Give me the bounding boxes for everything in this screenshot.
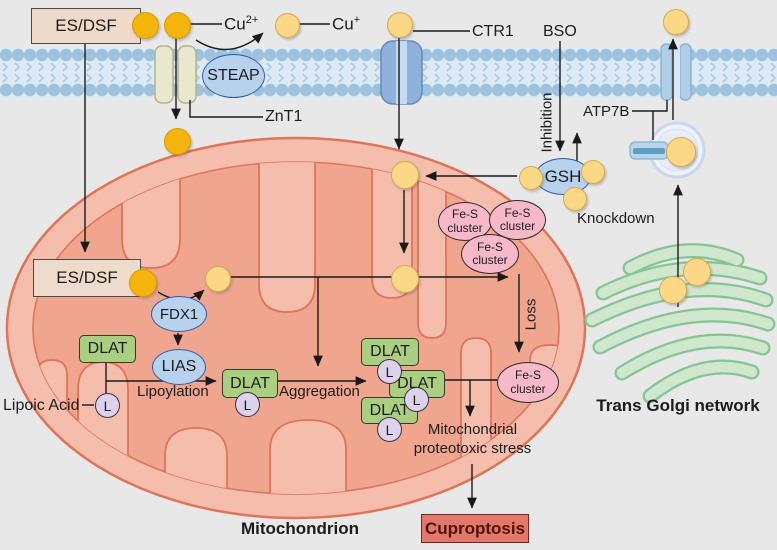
fes-cluster: Fe-S cluster [461, 234, 519, 274]
bso-label: BSO [543, 23, 577, 40]
lipoylation-label: Lipoylation [137, 383, 209, 400]
copper-ion [663, 9, 689, 35]
fes-line1: Fe-S [514, 368, 541, 383]
lipoic-acid-label: Lipoic Acid [3, 397, 80, 414]
copper-ion [659, 276, 687, 304]
golgi-apparatus-shape [584, 243, 776, 404]
steap-label: STEAP [207, 67, 260, 84]
lipoyl-label: L [103, 397, 112, 414]
copper-ion [132, 12, 159, 39]
ctr1-label: CTR1 [472, 23, 514, 40]
fdx1-label: FDX1 [159, 305, 199, 323]
dlat-label: DLAT [370, 343, 410, 360]
lipoyl-group: L [235, 392, 260, 417]
dlat-label: DLAT [230, 374, 270, 392]
golgi-label: Trans Golgi network [596, 396, 760, 415]
lipoyl-group: L [404, 387, 429, 412]
dlat-protein: DLAT [79, 335, 136, 363]
fes-cluster: Fe-S cluster [497, 362, 559, 403]
copper-ion [666, 137, 696, 167]
copper-ion [164, 128, 191, 155]
ctr1-transporter [380, 40, 423, 105]
copper-ion [519, 166, 543, 190]
cuproptosis-box: Cuproptosis [421, 514, 529, 543]
copper-ion [563, 187, 587, 211]
cu2-label: Cu2+ [224, 14, 258, 34]
es-dsf-outer-box: ES/DSF [31, 8, 141, 44]
lipoyl-group: L [377, 359, 402, 384]
dlat-label: DLAT [369, 401, 410, 419]
lipoyl-label: L [412, 391, 421, 408]
atp7b-channel [660, 43, 692, 101]
fdx1-enzyme: FDX1 [151, 296, 207, 332]
fes-line2: cluster [510, 381, 546, 396]
lipoyl-label: L [385, 421, 394, 438]
dlat-label: DLAT [87, 340, 128, 357]
dlat-label: DLAT [397, 375, 437, 392]
es-dsf-inner-label: ES/DSF [56, 268, 118, 287]
copper-ion [275, 13, 300, 38]
es-dsf-outer-label: ES/DSF [55, 16, 117, 35]
proteotoxic-stress-label: Mitochondrial proteotoxic stress [413, 421, 532, 457]
lipoyl-group: L [95, 393, 120, 418]
copper-ion [391, 161, 419, 189]
gsh-label: GSH [544, 166, 582, 186]
cu1-base: Cu [332, 14, 354, 34]
copper-ion [387, 12, 413, 38]
mitochondrion-label: Mitochondrion [240, 519, 360, 538]
cu1-sup: + [353, 14, 361, 26]
knockdown-label: Knockdown [577, 210, 655, 227]
aggregation-label: Aggregation [279, 383, 360, 400]
copper-ion [581, 160, 605, 184]
lipoyl-group: L [377, 417, 402, 442]
fes-line1: Fe-S [504, 205, 531, 220]
copper-ion [683, 258, 711, 286]
copper-ion [164, 12, 191, 39]
steap-enzyme: STEAP [202, 54, 265, 98]
znt1-label: ZnT1 [265, 108, 303, 125]
fes-cluster: Fe-S cluster [489, 200, 546, 240]
inhibition-label: Inhibition [538, 92, 556, 153]
fes-line1: Fe-S [476, 239, 503, 254]
es-dsf-inner-box: ES/DSF [33, 259, 141, 297]
lipoyl-label: L [385, 363, 394, 380]
znt1-transporter [154, 45, 197, 104]
copper-ion [391, 265, 419, 293]
lias-label: LIAS [161, 358, 197, 375]
cu1-label: Cu+ [332, 14, 360, 34]
atp7b-label: ATP7B [583, 103, 630, 120]
fes-line2: cluster [472, 253, 508, 267]
loss-label: Loss [522, 298, 540, 331]
cu2-base: Cu [224, 14, 246, 34]
lias-enzyme: LIAS [152, 349, 206, 385]
fes-line2: cluster [499, 219, 536, 233]
cuproptosis-label: Cuproptosis [424, 518, 526, 538]
lipoyl-label: L [243, 396, 252, 413]
fes-line1: Fe-S [451, 207, 478, 222]
fes-line2: cluster [447, 220, 483, 235]
cu2-sup: 2+ [245, 14, 259, 26]
mitochondrion-shape [5, 136, 587, 520]
copper-ion [205, 266, 231, 292]
copper-ion [129, 269, 157, 297]
